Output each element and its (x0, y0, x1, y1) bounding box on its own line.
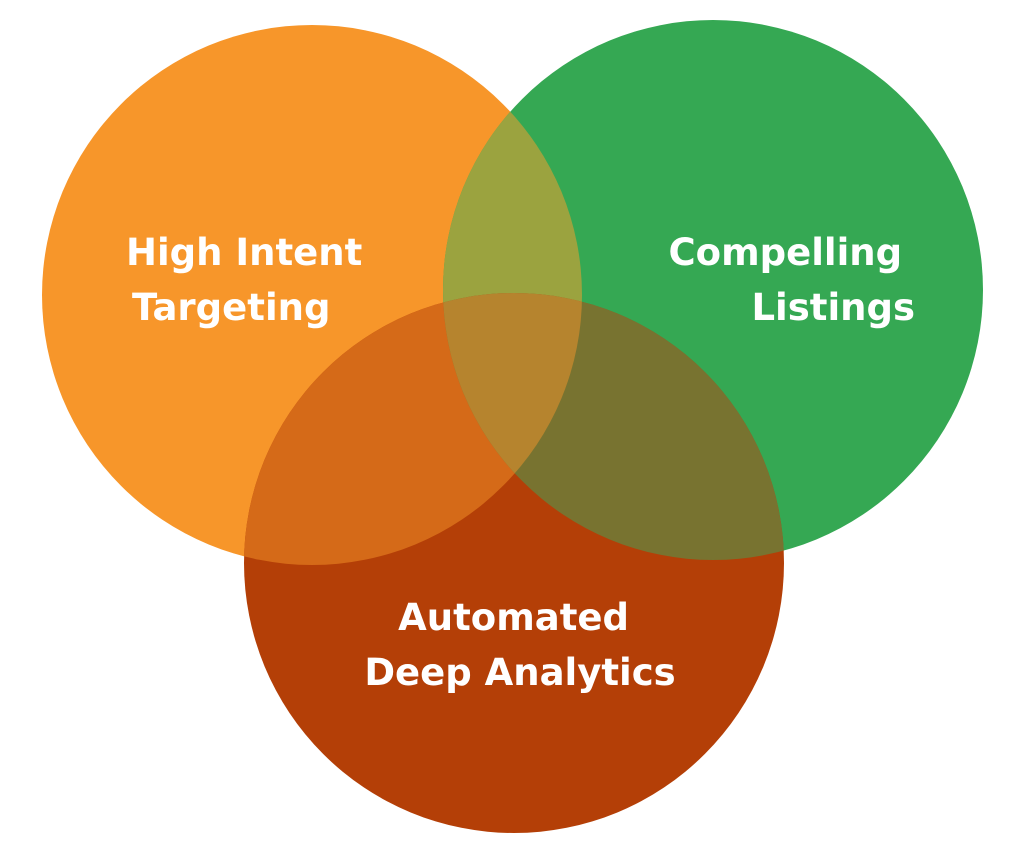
label-line: Targeting (132, 286, 330, 329)
label-line: Compelling (669, 231, 903, 274)
label-line: Deep Analytics (364, 651, 675, 694)
label-line: High Intent (126, 231, 362, 274)
label-compelling-listings: Compelling Listings (669, 231, 915, 329)
overlap-green-red (443, 293, 784, 560)
label-line: Automated (398, 596, 629, 639)
label-line: Listings (751, 286, 915, 329)
label-high-intent-targeting: High Intent Targeting (126, 231, 375, 329)
label-automated-deep-analytics: Automated Deep Analytics (364, 596, 675, 694)
